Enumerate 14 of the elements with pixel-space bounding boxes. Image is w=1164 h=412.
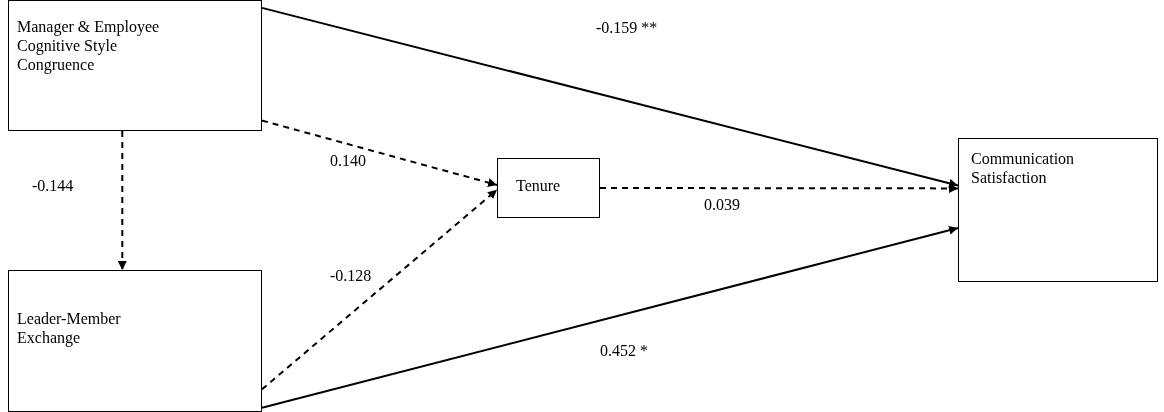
arrow [261,225,959,409]
variable-name: Manager & Employee Cognitive Style Congruence [17,17,161,75]
arrow [599,183,959,193]
arrow [117,130,127,271]
arrow [261,188,498,391]
arrow [261,119,498,187]
variable-name: Leader-Member Exchange [17,309,122,348]
variable-box [497,158,600,218]
variable-name: Tenure [516,176,562,196]
arrow [261,6,959,188]
variable-box [8,270,262,412]
variable-name: Communication Satisfaction [971,149,1076,188]
variable-box [958,138,1158,282]
variable-box [8,0,262,131]
